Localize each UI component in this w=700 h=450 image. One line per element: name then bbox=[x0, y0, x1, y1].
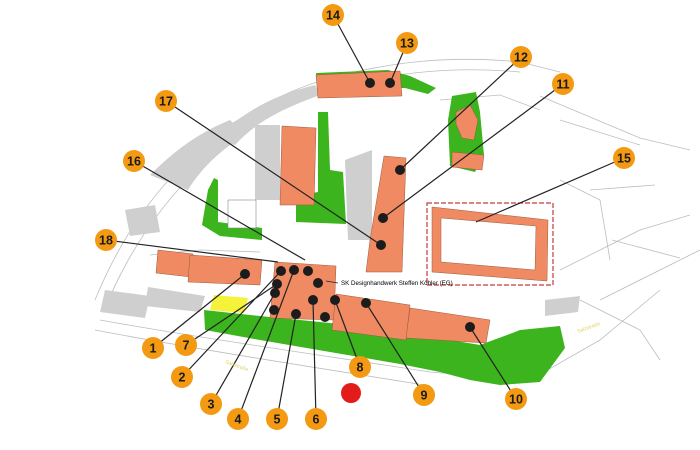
svg-text:6: 6 bbox=[313, 413, 320, 427]
marker-17[interactable]: 17 bbox=[155, 90, 177, 112]
marker-8[interactable]: 8 bbox=[349, 356, 371, 378]
svg-text:15: 15 bbox=[617, 152, 631, 166]
marker-9[interactable]: 9 bbox=[413, 384, 435, 406]
svg-text:13: 13 bbox=[400, 37, 414, 51]
marker-6[interactable]: 6 bbox=[305, 408, 327, 430]
svg-text:18: 18 bbox=[99, 234, 113, 248]
shop-arrow bbox=[325, 280, 339, 284]
svg-text:8: 8 bbox=[357, 361, 364, 375]
marker-16[interactable]: 16 bbox=[123, 150, 145, 172]
svg-text:14: 14 bbox=[326, 9, 340, 23]
svg-text:12: 12 bbox=[514, 51, 528, 65]
yellow-area bbox=[210, 295, 248, 313]
svg-text:17: 17 bbox=[159, 95, 173, 109]
shop-label: SK Designhandwerk Steffen Köhler (EG) bbox=[341, 280, 453, 287]
marker-11[interactable]: 11 bbox=[552, 73, 574, 95]
svg-text:2: 2 bbox=[179, 371, 186, 385]
svg-text:4: 4 bbox=[235, 413, 242, 427]
street-label: Salzstraße bbox=[577, 321, 602, 335]
street-label: Salzstraße bbox=[224, 359, 249, 373]
svg-text:10: 10 bbox=[509, 393, 523, 407]
svg-text:11: 11 bbox=[556, 78, 569, 92]
marker-15[interactable]: 15 bbox=[613, 147, 635, 169]
marker-3[interactable]: 3 bbox=[200, 393, 222, 415]
svg-text:16: 16 bbox=[127, 155, 141, 169]
marker-18[interactable]: 18 bbox=[95, 229, 117, 251]
marker-1[interactable]: 1 bbox=[142, 337, 164, 359]
marker-13[interactable]: 13 bbox=[396, 32, 418, 54]
svg-text:7: 7 bbox=[183, 339, 190, 353]
svg-text:5: 5 bbox=[274, 413, 281, 427]
svg-text:1: 1 bbox=[150, 342, 157, 356]
marker-4[interactable]: 4 bbox=[227, 408, 249, 430]
marker-7[interactable]: 7 bbox=[175, 334, 197, 356]
svg-text:3: 3 bbox=[208, 398, 215, 412]
red-dot-icon bbox=[341, 383, 361, 403]
boundary-15 bbox=[426, 202, 554, 286]
svg-text:9: 9 bbox=[421, 389, 428, 403]
leader-lines bbox=[105, 14, 625, 420]
marker-12[interactable]: 12 bbox=[510, 46, 532, 68]
location-dots bbox=[240, 78, 475, 332]
marker-2[interactable]: 2 bbox=[171, 366, 193, 388]
marker-5[interactable]: 5 bbox=[266, 408, 288, 430]
marker-10[interactable]: 10 bbox=[505, 388, 527, 410]
marker-14[interactable]: 14 bbox=[322, 4, 344, 26]
